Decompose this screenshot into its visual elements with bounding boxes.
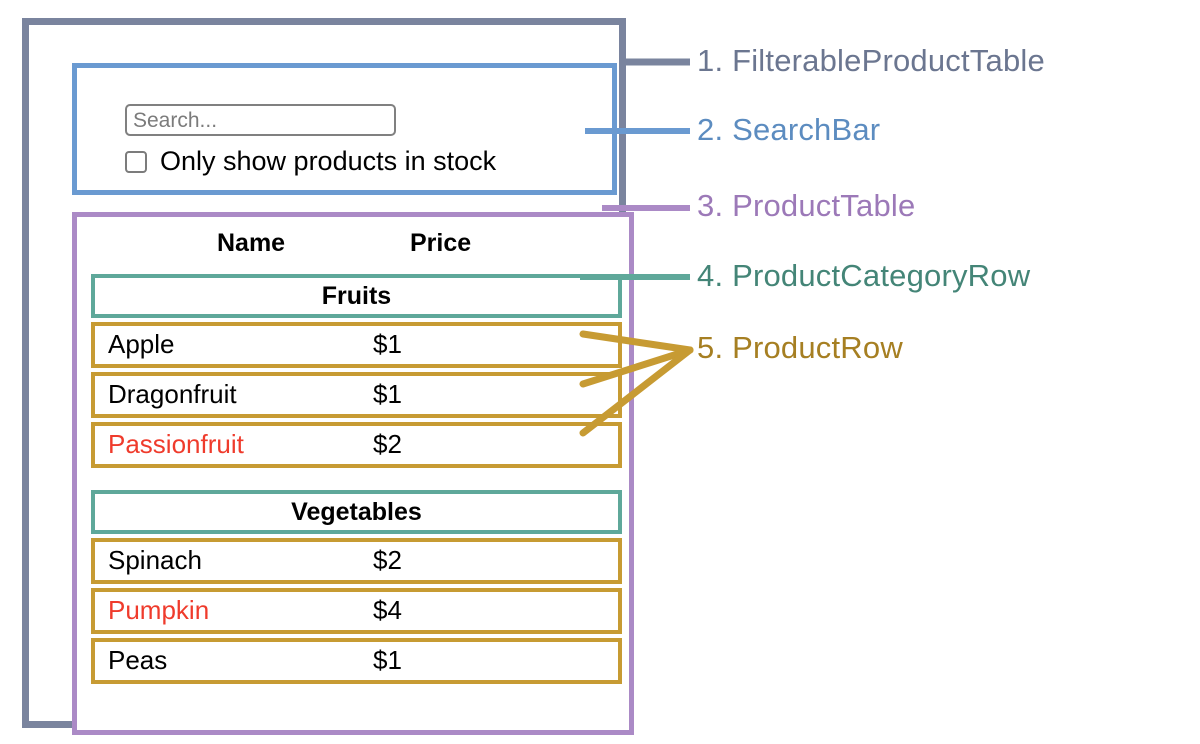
product-name: Pumpkin <box>108 594 210 625</box>
product-row: Dragonfruit $1 <box>91 372 622 418</box>
product-price: $2 <box>373 544 402 575</box>
product-price: $1 <box>373 328 402 359</box>
product-category-row: Fruits <box>91 274 622 318</box>
legend-item-filterable-product-table: 1. FilterableProductTable <box>697 43 1045 78</box>
in-stock-checkbox[interactable] <box>125 150 147 173</box>
product-category-label: Vegetables <box>291 497 422 526</box>
product-price: $1 <box>373 644 402 675</box>
product-category-row: Vegetables <box>91 490 622 534</box>
legend-item-product-row: 5. ProductRow <box>697 330 903 365</box>
filterable-product-table-container: Search... Only show products in stock Na… <box>22 18 634 735</box>
product-price: $1 <box>373 378 402 409</box>
product-category-label: Fruits <box>321 281 392 310</box>
column-header-price: Price <box>410 229 472 257</box>
product-name: Apple <box>108 328 175 359</box>
product-row: Spinach $2 <box>91 538 622 584</box>
product-table-container: Name Price Fruits Apple $1 Dragonfruit $… <box>72 212 634 735</box>
search-input[interactable]: Search... <box>125 104 396 136</box>
product-name: Passionfruit <box>108 428 244 459</box>
product-row: Peas $1 <box>91 638 622 684</box>
product-name: Dragonfruit <box>108 378 237 409</box>
product-name: Peas <box>108 644 168 675</box>
product-name: Spinach <box>108 544 202 575</box>
product-row: Passionfruit $2 <box>91 422 622 468</box>
legend-item-search-bar: 2. SearchBar <box>697 112 881 147</box>
legend-item-product-table: 3. ProductTable <box>697 188 916 223</box>
column-header-name: Name <box>217 229 286 257</box>
product-table-header: Name Price <box>77 229 629 263</box>
in-stock-filter-row[interactable]: Only show products in stock <box>125 148 496 175</box>
product-row: Pumpkin $4 <box>91 588 622 634</box>
in-stock-checkbox-label: Only show products in stock <box>160 146 497 176</box>
product-price: $4 <box>373 594 402 625</box>
legend-item-product-category-row: 4. ProductCategoryRow <box>697 258 1031 293</box>
product-price: $2 <box>373 428 402 459</box>
search-bar-container: Search... Only show products in stock <box>72 63 617 195</box>
product-table-body: Fruits Apple $1 Dragonfruit $1 Passionfr… <box>91 274 622 688</box>
product-row: Apple $1 <box>91 322 622 368</box>
